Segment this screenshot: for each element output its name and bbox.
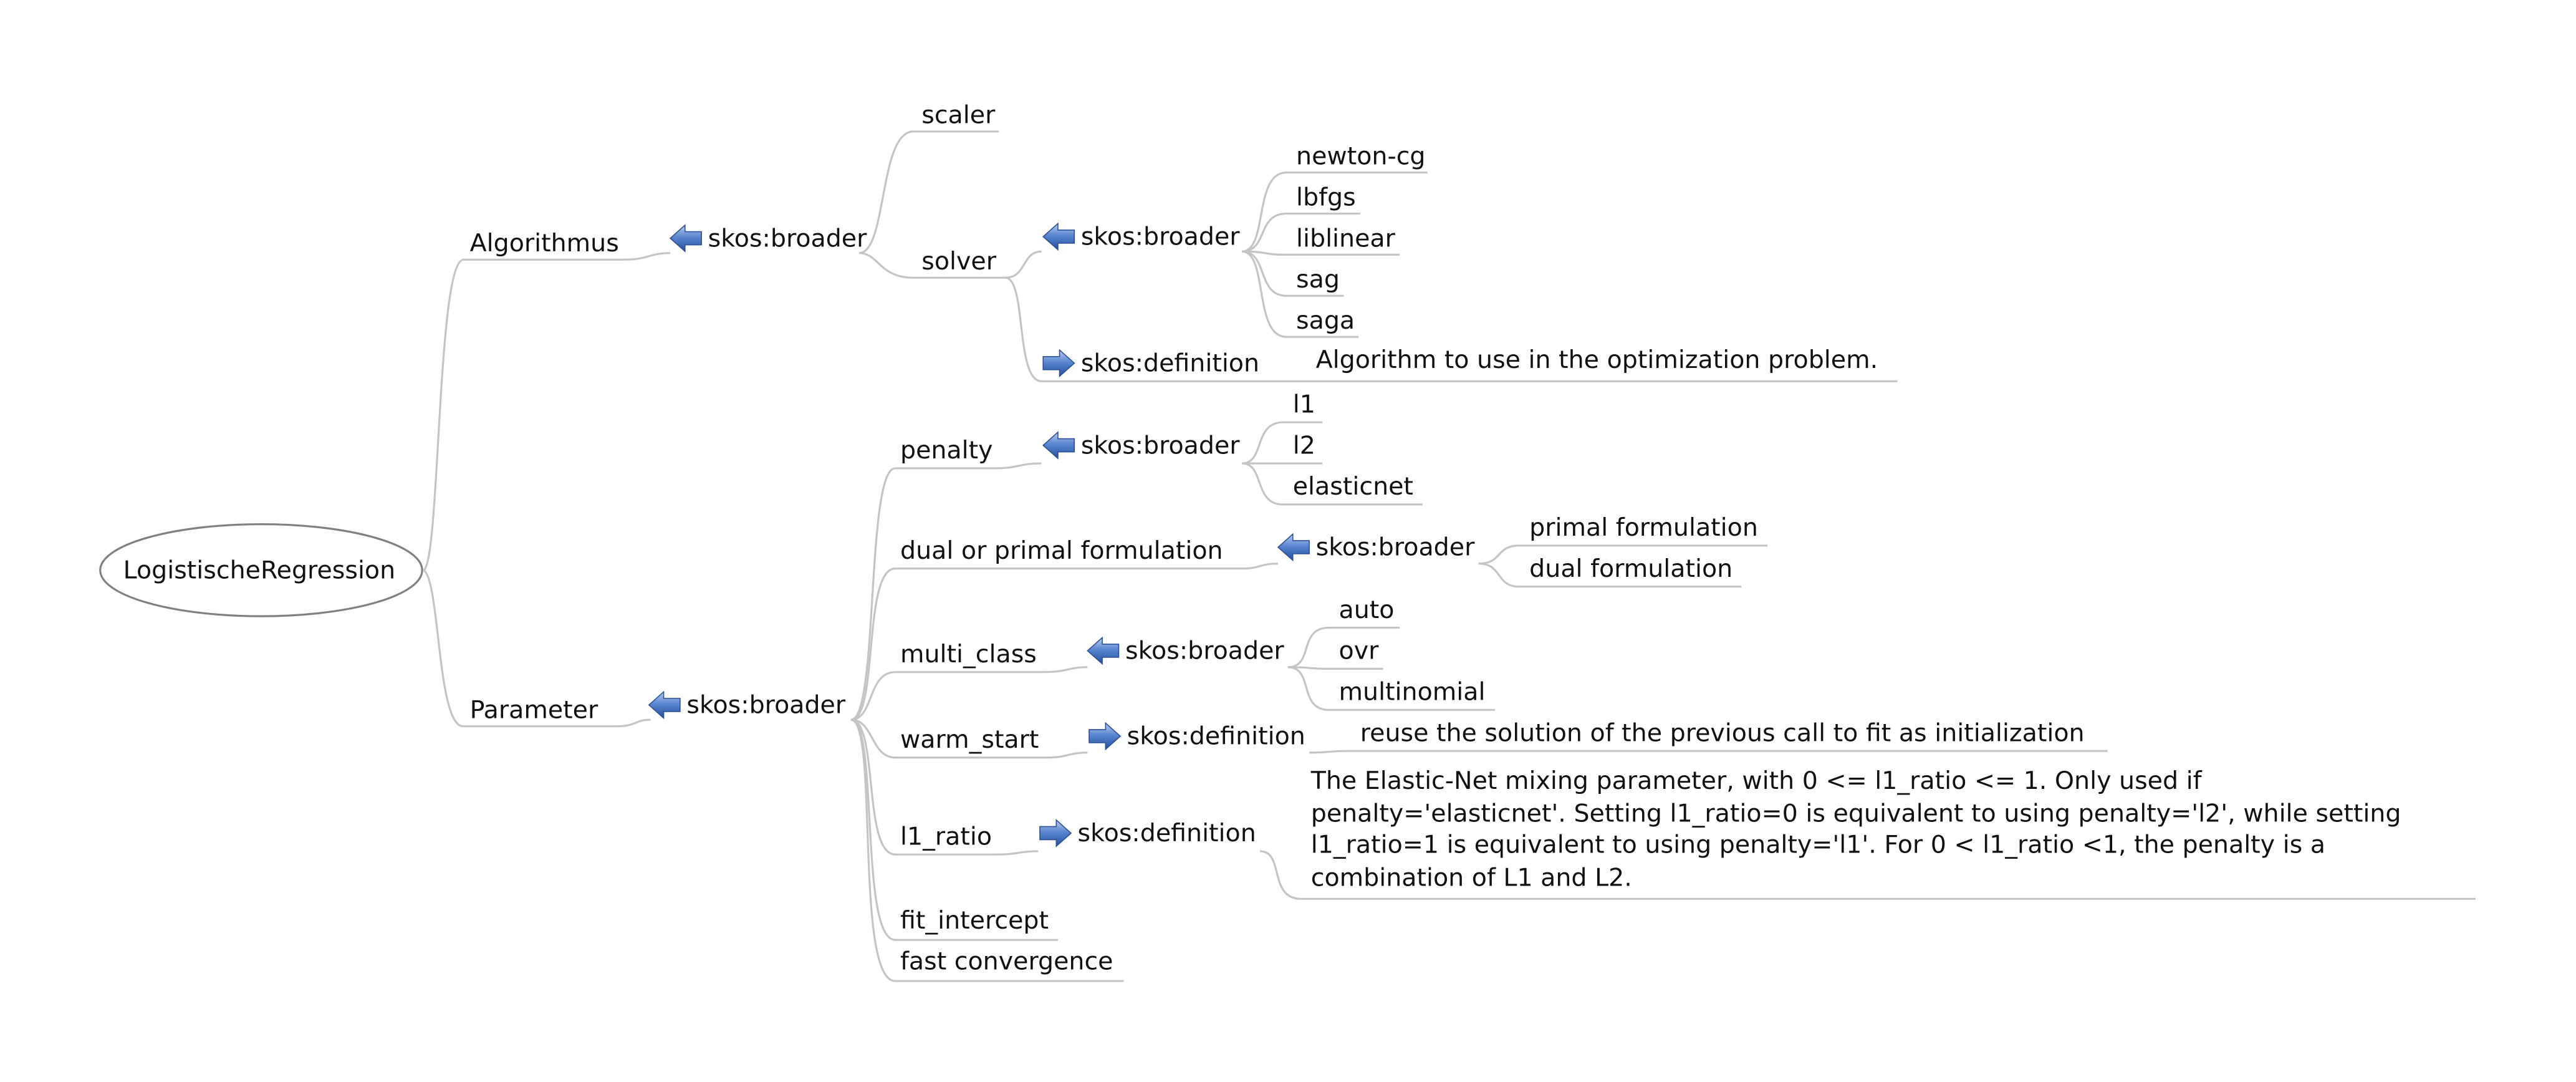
definition-arrow-icon — [1039, 819, 1072, 848]
node-liblinear[interactable]: liblinear — [1296, 223, 1395, 253]
relation-broader-label: skos:broader — [686, 690, 846, 720]
node-sag[interactable]: sag — [1296, 264, 1340, 294]
node-warm-start[interactable]: warm_start — [900, 725, 1039, 755]
connector-elasticnet — [1241, 462, 1423, 506]
connector-multinomial — [1287, 666, 1495, 711]
broader-arrow-icon — [1042, 431, 1075, 460]
connector-primal — [1478, 544, 1768, 565]
connector-solver-broader — [1005, 250, 1042, 279]
node-dual-formulation[interactable]: dual formulation — [1529, 553, 1733, 584]
branch-algorithmus[interactable]: Algorithmus — [469, 228, 619, 258]
connector-l1-ratio-definition — [1259, 850, 2476, 900]
node-penalty[interactable]: penalty — [900, 435, 993, 465]
connector-scaler — [858, 130, 999, 254]
node-elasticnet[interactable]: elasticnet — [1292, 471, 1413, 501]
connector-liblinear — [1242, 250, 1400, 256]
node-lbfgs[interactable]: lbfgs — [1296, 182, 1356, 212]
relation-definition-label: skos:definition — [1127, 721, 1305, 751]
node-l1-ratio[interactable]: l1_ratio — [900, 821, 992, 851]
node-primal-formulation[interactable]: primal formulation — [1529, 513, 1758, 543]
relation-broader-label: skos:broader — [708, 223, 867, 253]
connector-dual-broader — [1242, 563, 1279, 570]
connector-dual — [850, 568, 1242, 721]
node-l2[interactable]: l2 — [1292, 430, 1315, 460]
branch-parameter[interactable]: Parameter — [469, 695, 598, 725]
connector-l1-ratio-rel — [997, 850, 1039, 856]
l1-ratio-definition-text: The Elastic-Net mixing parameter, with 0… — [1310, 765, 2401, 892]
broader-arrow-icon — [1042, 222, 1075, 251]
node-scaler[interactable]: scaler — [921, 100, 996, 130]
connector-sag — [1241, 250, 1344, 297]
root-node-label[interactable]: LogistischeRegression — [123, 555, 396, 586]
node-ovr[interactable]: ovr — [1338, 635, 1379, 666]
node-fast-convergence[interactable]: fast convergence — [900, 946, 1113, 977]
connector-root-algorithmus — [423, 258, 625, 571]
warm-start-definition-text: reuse the solution of the previous call … — [1360, 718, 2085, 748]
broader-arrow-icon — [648, 690, 681, 720]
solver-definition-text: Algorithm to use in the optimization pro… — [1315, 345, 1878, 375]
definition-arrow-icon — [1089, 722, 1122, 751]
broader-arrow-icon — [669, 224, 702, 253]
node-multi-class[interactable]: multi_class — [900, 639, 1037, 669]
connector-l1-ratio — [850, 718, 997, 856]
relation-broader-label: skos:broader — [1125, 635, 1284, 666]
broader-arrow-icon — [1277, 533, 1310, 562]
connector-root-parameter — [423, 569, 617, 728]
connector-ovr — [1287, 666, 1383, 670]
connector-dual-formulation — [1478, 563, 1742, 588]
root-node-ellipse — [99, 523, 423, 617]
node-dual-or-primal[interactable]: dual or primal formulation — [900, 536, 1223, 566]
connector-warm-start-definition — [1309, 750, 2108, 754]
relation-broader-label: skos:broader — [1080, 430, 1240, 460]
connector-saga — [1241, 250, 1359, 338]
connector-multi-class — [850, 671, 1044, 721]
node-solver[interactable]: solver — [921, 246, 996, 276]
connector-newton-cg — [1241, 171, 1428, 253]
node-newton-cg[interactable]: newton-cg — [1296, 141, 1426, 171]
connector-multi-class-broader — [1043, 666, 1088, 674]
node-fit-intercept[interactable]: fit_intercept — [900, 905, 1049, 935]
connector-algorithmus-rel — [624, 252, 671, 261]
connector-fast-convergence — [850, 718, 1124, 982]
connector-penalty-broader — [995, 462, 1042, 470]
connector-solver — [859, 252, 1006, 279]
broader-arrow-icon — [1087, 636, 1120, 665]
relation-definition-label: skos:definition — [1080, 348, 1260, 379]
connector-warm-start-rel — [1048, 751, 1088, 759]
relation-definition-label: skos:definition — [1077, 818, 1256, 848]
connector-auto — [1287, 626, 1400, 669]
relation-broader-label: skos:broader — [1080, 221, 1240, 252]
connector-warm-start — [850, 718, 1049, 759]
connector-penalty — [850, 467, 996, 721]
node-auto[interactable]: auto — [1338, 594, 1395, 625]
relation-broader-label: skos:broader — [1315, 532, 1475, 563]
connector-solver-definition — [1005, 276, 1898, 382]
node-multinomial[interactable]: multinomial — [1338, 677, 1486, 707]
connector-parameter-rel — [616, 718, 651, 728]
node-saga[interactable]: saga — [1296, 306, 1355, 336]
connector-lbfgs — [1241, 212, 1360, 253]
node-l1[interactable]: l1 — [1292, 389, 1315, 419]
connector-l1 — [1241, 421, 1323, 465]
definition-arrow-icon — [1042, 349, 1075, 378]
